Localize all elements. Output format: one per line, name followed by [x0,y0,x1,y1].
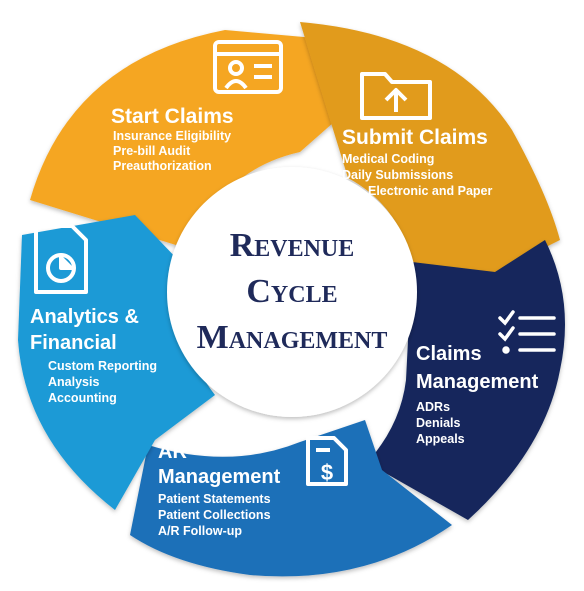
pie-chart-document-icon [34,224,88,294]
dollar-sign-icon: $ [321,460,333,485]
ar-management-title-line2: Management [158,466,281,488]
analytics-item: Custom Reporting [48,359,157,373]
center-title-line3: Management [197,319,388,356]
claims-management-item: ADRs [416,400,450,414]
submit-claims-item: Medical Coding [342,152,434,166]
ar-management-item: Patient Statements [158,492,271,506]
ar-management-title-line1: AR [158,441,187,463]
analytics-item: Accounting [48,391,117,405]
claims-management-item: Appeals [416,432,465,446]
id-card-icon [213,40,283,94]
claims-management-title-line1: Claims [416,343,482,365]
segment-submit-claims [300,22,560,275]
center-title-line2: Cycle [246,273,337,310]
start-claims-item: Pre-bill Audit [113,144,191,158]
segment-analytics [18,215,215,510]
submit-claims-item: Electronic and Paper [368,184,492,198]
submit-claims-title: Submit Claims [342,126,488,149]
analytics-title-line1: Analytics & [30,306,139,328]
ar-management-item: A/R Follow-up [158,524,242,538]
claims-management-title-line2: Management [416,371,539,393]
start-claims-item: Insurance Eligibility [113,129,231,143]
center-circle [167,167,417,417]
ar-management-item: Patient Collections [158,508,271,522]
start-claims-title: Start Claims [111,105,234,128]
segment-start-claims [30,30,350,250]
center-title-line1: Revenue [230,227,355,264]
claims-management-item: Denials [416,416,461,430]
dollar-document-icon [306,436,348,486]
folder-upload-icon [360,72,432,120]
analytics-title-line2: Financial [30,332,117,354]
analytics-item: Analysis [48,375,99,389]
checklist-icon [498,310,556,354]
segment-ar-management [130,420,452,577]
start-claims-item: Preauthorization [113,159,212,173]
submit-claims-item: Daily Submissions [342,168,453,182]
